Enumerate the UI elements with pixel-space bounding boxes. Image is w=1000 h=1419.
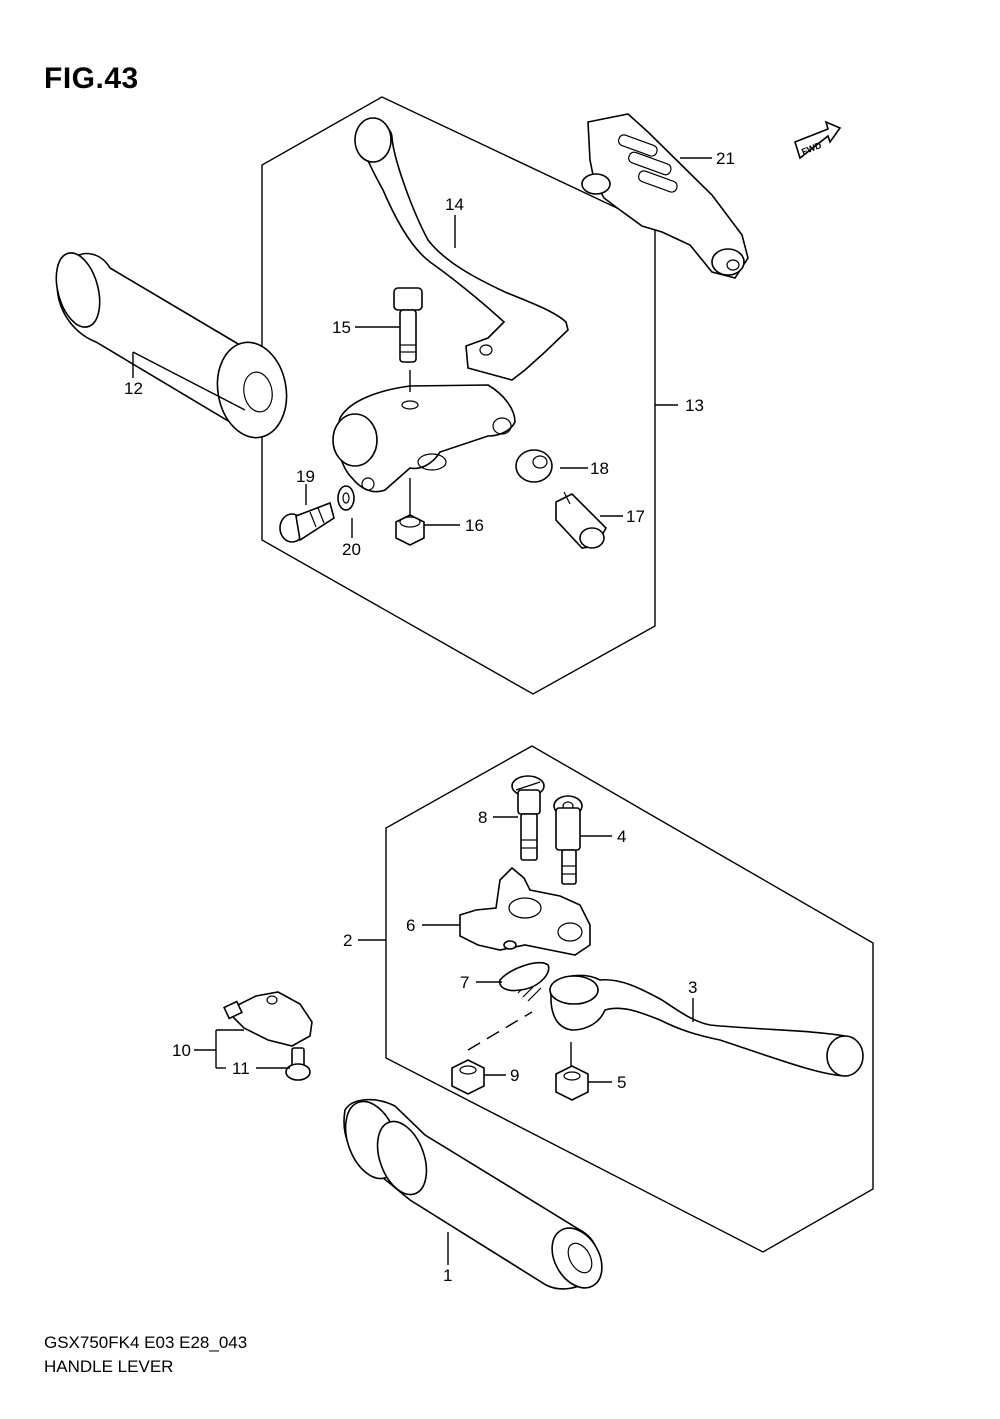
part-5-nut bbox=[555, 1065, 589, 1101]
part-17-adjuster-bolt bbox=[555, 491, 607, 549]
callout-15: 15 bbox=[332, 318, 351, 337]
part-12-handlebar-grip bbox=[55, 252, 288, 439]
callout-8: 8 bbox=[478, 808, 487, 827]
part-19-screw bbox=[279, 501, 335, 543]
part-9-nut bbox=[451, 1059, 485, 1095]
lever-holder bbox=[332, 384, 516, 493]
part-3-front-lever bbox=[549, 974, 864, 1077]
part-8-pivot-bolt bbox=[511, 775, 545, 861]
part-1-throttle-grip bbox=[343, 1098, 603, 1290]
callout-11: 11 bbox=[232, 1059, 250, 1078]
figure-title: FIG.43 bbox=[44, 62, 139, 95]
part-18-adjuster-nut bbox=[515, 449, 553, 483]
callout-10: 10 bbox=[172, 1041, 191, 1060]
part-4-bolt bbox=[553, 795, 583, 885]
lower-assembly-outline bbox=[385, 745, 874, 1253]
part-11-screw bbox=[285, 1047, 311, 1081]
callout-18: 18 bbox=[590, 459, 609, 478]
part-15-bolt bbox=[393, 287, 423, 363]
part-7-spring bbox=[498, 940, 550, 1002]
callout-19: 19 bbox=[296, 467, 315, 486]
part-10-brake-switch bbox=[223, 991, 313, 1047]
callout-6: 6 bbox=[406, 916, 415, 935]
callout-12: 12 bbox=[124, 379, 143, 398]
callout-labels: 1 2 3 4 5 6 7 8 9 10 11 12 13 14 15 16 1… bbox=[124, 149, 735, 1285]
callout-9: 9 bbox=[510, 1066, 519, 1085]
part-21-lever-guard bbox=[581, 113, 749, 279]
part-20-washer bbox=[337, 485, 355, 511]
leader-lines bbox=[132, 157, 712, 1265]
callout-1: 1 bbox=[443, 1266, 452, 1285]
callout-17: 17 bbox=[626, 507, 645, 526]
callout-2: 2 bbox=[343, 931, 352, 950]
callout-5: 5 bbox=[617, 1073, 626, 1092]
callout-4: 4 bbox=[617, 827, 626, 846]
part-16-nut bbox=[395, 514, 425, 546]
callout-3: 3 bbox=[688, 978, 697, 997]
callout-14: 14 bbox=[445, 195, 464, 214]
callout-16: 16 bbox=[465, 516, 484, 535]
part-name: HANDLE LEVER bbox=[44, 1357, 174, 1376]
callout-13: 13 bbox=[685, 396, 704, 415]
model-code: GSX750FK4 E03 E28_043 bbox=[44, 1333, 248, 1352]
fwd-arrow-icon: FWD bbox=[794, 120, 842, 160]
callout-7: 7 bbox=[460, 973, 469, 992]
callout-20: 20 bbox=[342, 540, 361, 559]
part-14-clutch-lever bbox=[354, 117, 569, 381]
part-6-cam bbox=[459, 866, 591, 956]
callout-21: 21 bbox=[716, 149, 735, 168]
